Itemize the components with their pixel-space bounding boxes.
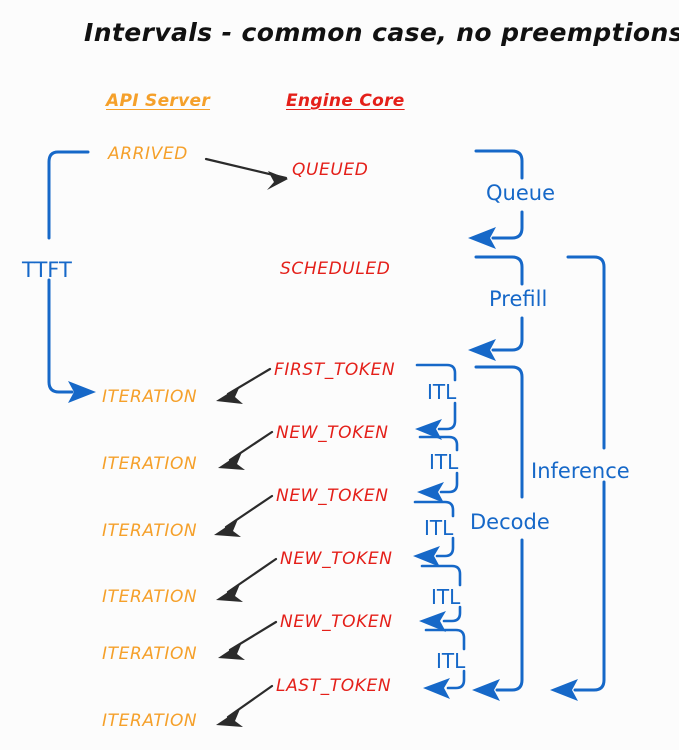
page-title: Intervals - common case, no preemptions [84, 18, 679, 47]
event-arrived: ARRIVED [108, 144, 188, 164]
event-iteration-5: ITERATION [102, 644, 198, 664]
interval-label-decode: Decode [470, 510, 550, 534]
arrow-new-token-2-to-iteration [214, 494, 274, 537]
event-new-token-2: NEW_TOKEN [276, 486, 389, 506]
event-new-token-3: NEW_TOKEN [280, 549, 393, 569]
interval-label-itl-2: ITL [429, 450, 459, 474]
arrow-new-token-4-to-iteration [218, 620, 278, 660]
column-header-engine-core: Engine Core [286, 91, 405, 111]
event-last-token: LAST_TOKEN [276, 676, 392, 696]
arrow-first-token-to-iteration [216, 367, 272, 404]
event-scheduled: SCHEDULED [280, 259, 391, 279]
interval-label-inference: Inference [531, 459, 630, 483]
event-new-token-1: NEW_TOKEN [276, 423, 389, 443]
column-header-api-server: API Server [106, 91, 211, 111]
event-iteration-4: ITERATION [102, 587, 198, 607]
arrow-new-token-1-to-iteration [218, 430, 274, 470]
interval-label-queue: Queue [486, 181, 555, 205]
interval-label-itl-3: ITL [424, 516, 454, 540]
arrow-arrived-to-queued [204, 157, 288, 190]
event-iteration-3: ITERATION [102, 521, 198, 541]
interval-label-prefill: Prefill [489, 287, 548, 311]
event-queued: QUEUED [292, 160, 369, 180]
arrow-last-token-to-iteration [216, 684, 274, 727]
event-iteration-2: ITERATION [102, 454, 198, 474]
arrow-new-token-3-to-iteration [216, 557, 278, 602]
interval-label-itl-5: ITL [436, 649, 466, 673]
event-first-token: FIRST_TOKEN [274, 360, 396, 380]
interval-label-itl-4: ITL [431, 585, 461, 609]
bracket-decode [472, 365, 524, 701]
interval-label-itl-1: ITL [427, 380, 457, 404]
event-iteration-1: ITERATION [102, 387, 198, 407]
interval-label-ttft: TTFT [22, 258, 72, 282]
event-new-token-4: NEW_TOKEN [280, 612, 393, 632]
event-iteration-6: ITERATION [102, 711, 198, 731]
